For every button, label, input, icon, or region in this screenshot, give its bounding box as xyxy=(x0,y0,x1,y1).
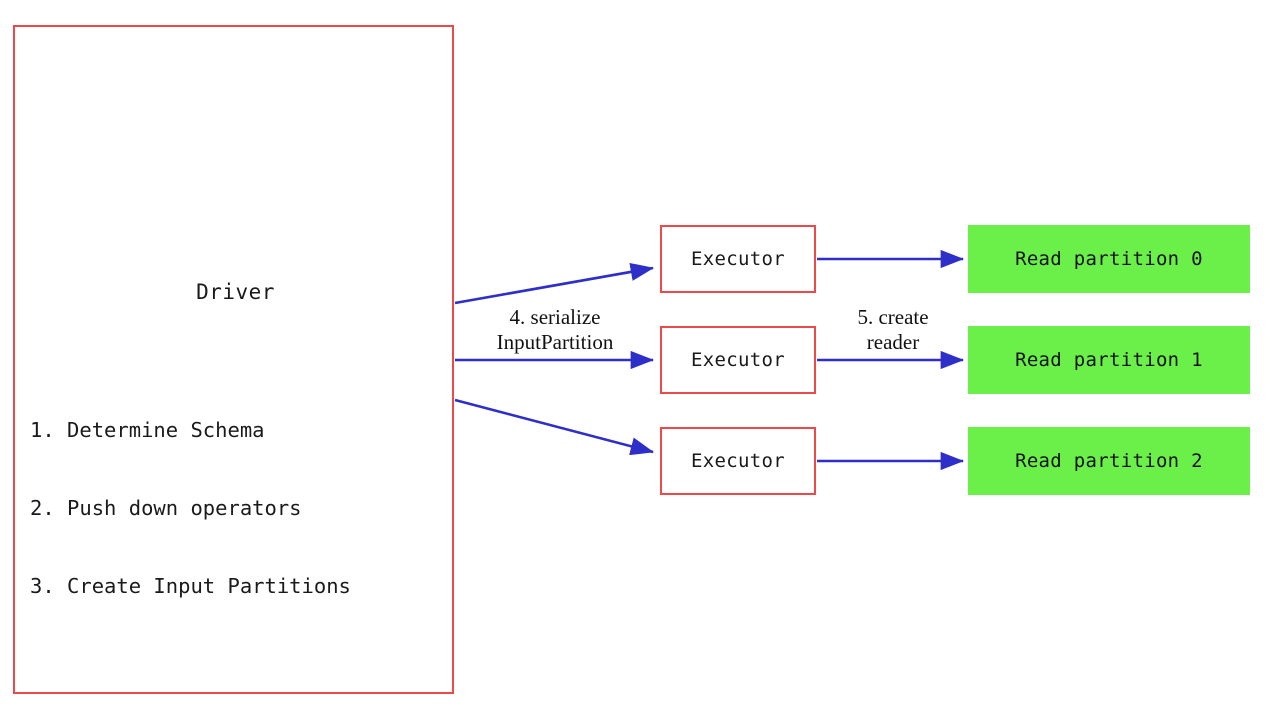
driver-step-3: 3. Create Input Partitions xyxy=(30,574,351,598)
executor-label-0: Executor xyxy=(691,248,785,270)
executor-label-1: Executor xyxy=(691,349,785,371)
driver-title: Driver xyxy=(196,280,275,304)
read-partition-label-2: Read partition 2 xyxy=(1015,450,1203,472)
executor-node-2: Executor xyxy=(660,427,816,495)
edge-label-create-reader: 5. create reader xyxy=(857,305,929,354)
driver-step-list: 1. Determine Schema 2. Push down operato… xyxy=(30,365,450,651)
read-partition-node-1: Read partition 1 xyxy=(968,326,1250,394)
arrow-driver-to-executor-0 xyxy=(454,262,655,305)
executor-node-1: Executor xyxy=(660,326,816,394)
executor-label-2: Executor xyxy=(691,450,785,472)
executor-node-0: Executor xyxy=(660,225,816,293)
read-partition-node-0: Read partition 0 xyxy=(968,225,1250,293)
arrow-driver-to-executor-2 xyxy=(454,398,655,456)
read-partition-label-0: Read partition 0 xyxy=(1015,248,1203,270)
read-partition-label-1: Read partition 1 xyxy=(1015,349,1203,371)
edge-label-serialize-inputpartition: 4. serialize InputPartition xyxy=(496,305,614,354)
driver-step-2: 2. Push down operators xyxy=(30,496,302,520)
driver-step-1: 1. Determine Schema xyxy=(30,418,265,442)
read-partition-node-2: Read partition 2 xyxy=(968,427,1250,495)
driver-node: Driver 1. Determine Schema 2. Push down … xyxy=(13,25,454,694)
